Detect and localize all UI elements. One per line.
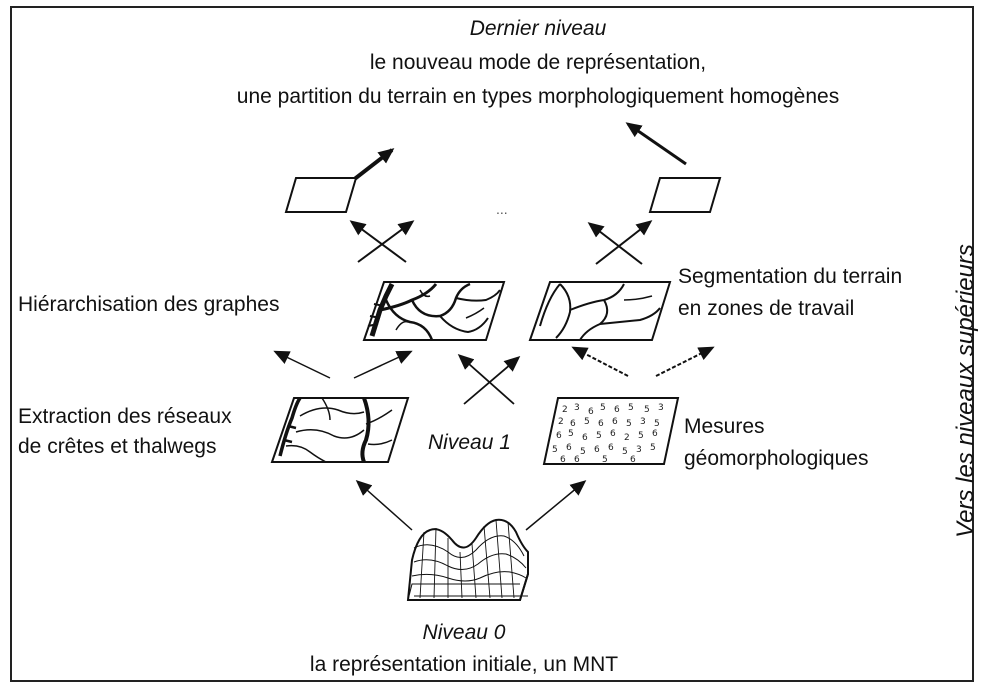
svg-text:6: 6 xyxy=(556,431,562,441)
arrow-mesures-to-segmentation-right xyxy=(655,346,715,377)
svg-text:6: 6 xyxy=(598,419,604,429)
svg-text:6: 6 xyxy=(560,455,566,465)
extraction-label-line2: de crêtes et thalwegs xyxy=(18,435,217,458)
svg-text:5: 5 xyxy=(596,431,602,441)
svg-text:6: 6 xyxy=(608,443,614,453)
mnt-terrain xyxy=(406,518,529,601)
arrow-extraction-to-left-label xyxy=(273,350,331,379)
svg-text:5: 5 xyxy=(626,419,632,429)
svg-text:3: 3 xyxy=(658,403,664,413)
svg-text:2: 2 xyxy=(624,433,630,443)
mesures-map xyxy=(542,397,680,465)
upper-right-plane xyxy=(648,177,722,213)
top-level-line2: une partition du terrain en types morpho… xyxy=(236,85,840,108)
segmentation-map xyxy=(528,281,672,341)
extraction-map xyxy=(270,397,410,463)
bottom-level-line: la représentation initiale, un MNT xyxy=(309,653,619,676)
svg-text:6: 6 xyxy=(566,443,572,453)
svg-text:3: 3 xyxy=(640,417,646,427)
arrow-mesures-to-segmentation-left xyxy=(571,346,629,377)
svg-text:5: 5 xyxy=(644,405,650,415)
extraction-label-line1: Extraction des réseaux xyxy=(18,405,232,428)
ellipsis: ... xyxy=(496,201,508,217)
niveau1-label: Niveau 1 xyxy=(428,431,511,454)
hierarchisation-label: Hiérarchisation des graphes xyxy=(18,293,280,316)
svg-text:3: 3 xyxy=(574,403,580,413)
upper-left-plane xyxy=(284,177,358,213)
mesures-label-line2: géomorphologiques xyxy=(684,447,869,470)
svg-text:5: 5 xyxy=(622,447,628,457)
svg-text:3: 3 xyxy=(636,445,642,455)
svg-text:6: 6 xyxy=(614,405,620,415)
svg-text:5: 5 xyxy=(650,443,656,453)
diagram-frame xyxy=(10,6,974,682)
top-level-line1: le nouveau mode de représentation, xyxy=(369,51,707,74)
svg-text:6: 6 xyxy=(582,433,588,443)
segmentation-label-line2: en zones de travail xyxy=(678,297,855,320)
svg-text:5: 5 xyxy=(552,445,558,455)
svg-text:6: 6 xyxy=(612,417,618,427)
svg-text:5: 5 xyxy=(568,429,574,439)
svg-text:5: 5 xyxy=(584,417,590,427)
mesures-label-line1: Mesures xyxy=(684,415,765,438)
svg-text:5: 5 xyxy=(600,403,606,413)
svg-text:6: 6 xyxy=(594,445,600,455)
svg-text:6: 6 xyxy=(570,419,576,429)
arrow-right-to-top xyxy=(625,122,687,166)
crossed-arrows-upper-left xyxy=(349,220,415,263)
crossed-arrows-upper-right xyxy=(587,220,653,265)
bottom-level-title: Niveau 0 xyxy=(422,621,506,644)
svg-text:6: 6 xyxy=(574,455,580,465)
svg-text:5: 5 xyxy=(602,455,608,465)
arrow-mnt-to-mesures xyxy=(525,480,587,531)
svg-text:5: 5 xyxy=(628,403,634,413)
arrow-extraction-to-hierarchisation xyxy=(353,350,413,379)
crossed-arrows-middle xyxy=(457,354,521,405)
svg-text:6: 6 xyxy=(630,455,636,465)
segmentation-label-line1: Segmentation du terrain xyxy=(678,265,903,288)
arrow-mnt-to-extraction xyxy=(355,480,413,531)
svg-text:6: 6 xyxy=(610,429,616,439)
top-level-title: Dernier niveau xyxy=(469,17,607,40)
svg-text:6: 6 xyxy=(588,407,594,417)
svg-text:6: 6 xyxy=(652,429,658,439)
hierarchisation-map xyxy=(362,281,506,341)
svg-text:2: 2 xyxy=(562,405,568,415)
svg-text:5: 5 xyxy=(654,419,660,429)
svg-text:5: 5 xyxy=(580,447,586,457)
svg-text:2: 2 xyxy=(558,417,564,427)
svg-text:5: 5 xyxy=(638,431,644,441)
